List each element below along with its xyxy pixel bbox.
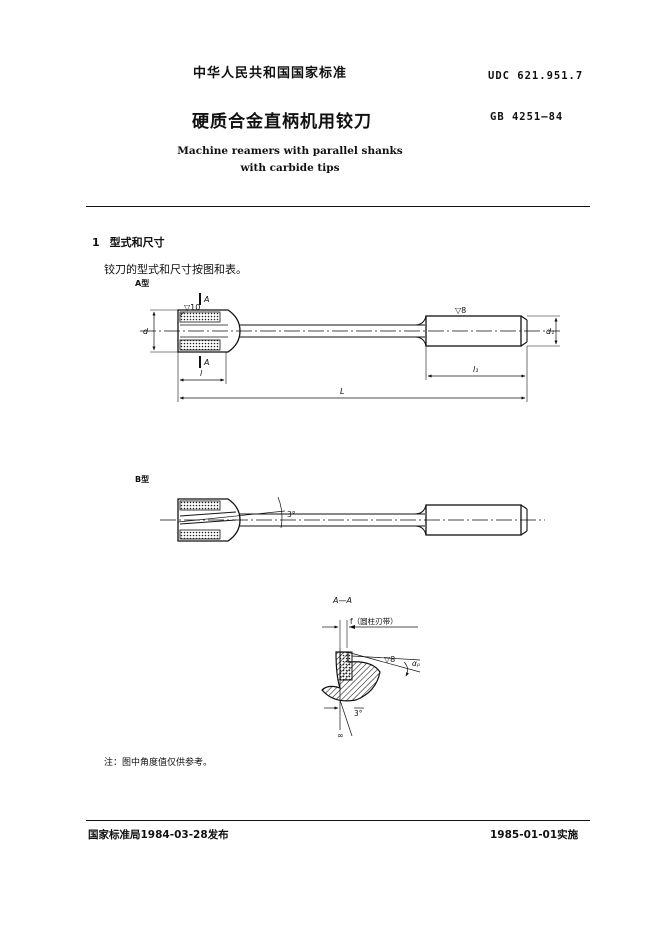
dim-l-label: l	[200, 369, 203, 378]
surface-finish-left: ▽10	[184, 303, 200, 312]
dim-d-label: d	[143, 327, 149, 336]
type-b-angle-label: 3°	[287, 510, 296, 519]
angle-ap-label: αₚ	[412, 659, 420, 668]
udc-code: UDC 621.951.7	[488, 70, 584, 82]
type-a-label: A型	[135, 278, 149, 288]
header-rule	[86, 206, 590, 207]
section-surface-finish: ▽8	[384, 655, 395, 664]
title-en-line2: with carbide tips	[240, 162, 340, 174]
type-b-label: B型	[135, 474, 149, 484]
issue-date: 国家标准局1984-03-28发布	[88, 829, 229, 841]
section-view-title: A—A	[332, 596, 352, 605]
section-a-a-drawing	[321, 620, 421, 737]
standard-category: 中华人民共和国国家标准	[193, 66, 348, 81]
gb-number: GB 4251—84	[490, 111, 564, 123]
dim-d1-label: d₁	[546, 327, 554, 336]
section-number: 1	[92, 236, 100, 249]
section-heading: 1 型式和尺寸	[92, 234, 165, 250]
section-title: 型式和尺寸	[109, 236, 165, 249]
angle-3-label: 3°	[354, 709, 363, 718]
infinity-label: ∞	[337, 731, 344, 740]
dim-L-label: L	[340, 387, 344, 396]
figure-note: 注：图中角度值仅供参考。	[104, 758, 213, 768]
surface-finish-right: ▽8	[455, 306, 466, 315]
reamer-type-b-drawing	[160, 496, 545, 542]
footer-rule	[86, 820, 590, 821]
dim-l1-label: l₁	[473, 365, 478, 374]
document-title-en: Machine reamers with parallel shanks wit…	[160, 143, 420, 177]
land-label: f（圆柱刃带）	[350, 616, 398, 626]
reamer-type-a-drawing	[140, 293, 560, 402]
section-paragraph: 铰刀的型式和尺寸按图和表。	[104, 263, 247, 276]
document-title-cn: 硬质合金直柄机用铰刀	[192, 112, 372, 132]
section-mark-bottom: A	[203, 358, 209, 367]
title-en-line1: Machine reamers with parallel shanks	[177, 145, 403, 157]
section-mark-top: A	[203, 295, 209, 304]
effective-date: 1985-01-01实施	[490, 829, 579, 841]
